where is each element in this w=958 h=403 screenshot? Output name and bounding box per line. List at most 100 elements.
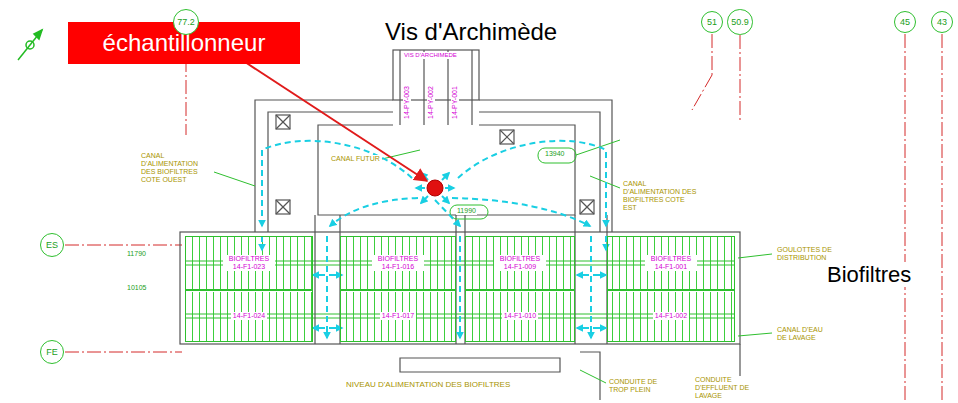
north-arrow — [18, 30, 42, 60]
cell-tag: 14-F1-017 — [380, 312, 416, 320]
structure-wall — [255, 100, 393, 232]
dimension-value: 10105 — [126, 284, 147, 292]
grid-axis — [942, 34, 943, 403]
structure-wall — [580, 352, 600, 400]
structure-wall — [580, 200, 594, 214]
grid-axis — [65, 352, 182, 353]
cell-hatching — [340, 292, 456, 341]
cell-tag: BIOFILTRES 14-F1-001 — [645, 255, 697, 271]
cell-tag: 14-F1-024 — [231, 312, 267, 320]
equipment-tag: 14-PY-002 — [427, 85, 435, 120]
grid-bubble: 50.9 — [727, 9, 753, 35]
equipment-note: GOULOTTES DE DISTRIBUTION — [776, 246, 840, 262]
dimension-value: 11990 — [456, 207, 477, 215]
flow-arrow — [590, 236, 592, 338]
dimension-tag — [538, 148, 576, 163]
flow-arrow — [593, 274, 606, 276]
structure-wall — [314, 215, 315, 344]
cell-hatching — [185, 237, 313, 289]
cell-hatching — [465, 237, 575, 289]
equipment-note: CONDUITE D'EFFLUENT DE LAVAGE — [694, 376, 754, 400]
structure-wall — [276, 200, 290, 214]
structure-wall — [399, 50, 400, 125]
leader-line — [738, 254, 772, 258]
grid-label: 50.9 — [731, 17, 749, 27]
cell-hatching — [340, 237, 456, 289]
equipment-tag: 14-PY-003 — [403, 85, 411, 120]
structure-wall — [276, 200, 290, 214]
grid-axis — [65, 34, 942, 403]
biofilter-cell: BIOFILTRES 14-F1-016 — [340, 236, 456, 290]
grid-label: 77.2 — [177, 17, 195, 27]
equipment-note: CANAL D'EAU DE LAVAGE — [776, 326, 834, 342]
flow-arrow — [416, 187, 425, 189]
grid-bubble: 43 — [931, 11, 953, 33]
structure-wall — [276, 200, 290, 214]
flow-arrow — [445, 187, 454, 189]
structure-wall — [276, 115, 290, 129]
north-arrow — [18, 30, 42, 60]
grid-axis — [692, 75, 712, 110]
grid-bubble: 45 — [894, 11, 916, 33]
leader-line — [214, 150, 772, 383]
grid-bubble: 77.2 — [173, 9, 199, 35]
structure-wall — [471, 50, 472, 125]
grid-axis — [712, 34, 713, 75]
structure-wall — [500, 130, 514, 144]
grid-label: 43 — [937, 17, 947, 27]
equipment-tag: 14-PY-001 — [451, 85, 459, 120]
structure-wall — [580, 200, 594, 214]
flow-arrow — [313, 173, 606, 328]
grid-bubble: FE — [40, 340, 64, 364]
structure-wall — [447, 50, 448, 125]
cell-tag: 14-F1-002 — [653, 312, 689, 320]
cell-hatching — [185, 237, 735, 341]
structure-wall — [276, 115, 290, 129]
drawing-title: Vis d'Archimède — [384, 18, 558, 46]
biofilter-cell: BIOFILTRES 14-F1-023 — [185, 236, 313, 290]
biofilter-cell: 14-F1-024 — [185, 290, 313, 342]
flow-arrow — [313, 274, 325, 276]
cell-hatching — [607, 237, 735, 289]
leader-line — [738, 333, 772, 336]
equipment-tag: VIS D'ARCHIMEDE — [403, 52, 458, 59]
structure-wall — [500, 130, 514, 144]
cell-tag: BIOFILTRES 14-F1-016 — [372, 255, 424, 271]
grid-axis — [905, 34, 906, 403]
biofilter-cell: BIOFILTRES 14-F1-009 — [465, 236, 575, 290]
cell-hatching — [465, 292, 575, 341]
grid-bubble: ES — [40, 233, 64, 257]
flow-arrow — [442, 173, 449, 180]
flow-arrow — [577, 274, 589, 276]
leader-line — [214, 172, 255, 186]
channel-note: CANAL FUTUR — [330, 155, 381, 163]
leader-line — [580, 370, 606, 383]
sampling-point — [427, 180, 443, 196]
structure-wall — [479, 112, 600, 232]
structure-wall — [479, 100, 612, 232]
flow-arrow — [262, 141, 412, 226]
structure-wall — [180, 50, 740, 400]
grid-label: FE — [46, 347, 58, 357]
grid-label: 45 — [900, 17, 910, 27]
grid-axis — [740, 35, 741, 120]
structure-wall — [268, 112, 393, 232]
grid-label: 51 — [707, 17, 717, 27]
equipment-note: CONDUITE DE TROP PLEIN — [608, 378, 660, 394]
flow-arrow — [442, 196, 449, 203]
flow-arrow — [458, 141, 606, 226]
dimension-value: 11790 — [126, 250, 147, 258]
structure-wall — [500, 130, 514, 144]
structure-wall — [180, 232, 740, 344]
flow-arrow — [326, 236, 328, 338]
flow-arrow — [261, 236, 263, 250]
grid-axis — [65, 245, 182, 246]
structure-wall — [276, 115, 290, 129]
north-arrow — [34, 30, 42, 39]
biofilter-cell: 14-F1-002 — [607, 290, 735, 342]
flow-arrow — [593, 327, 606, 329]
north-arrow — [26, 41, 34, 49]
cell-tag: BIOFILTRES 14-F1-009 — [494, 255, 546, 271]
dimension-tag — [450, 205, 488, 219]
cell-hatching — [185, 292, 313, 341]
